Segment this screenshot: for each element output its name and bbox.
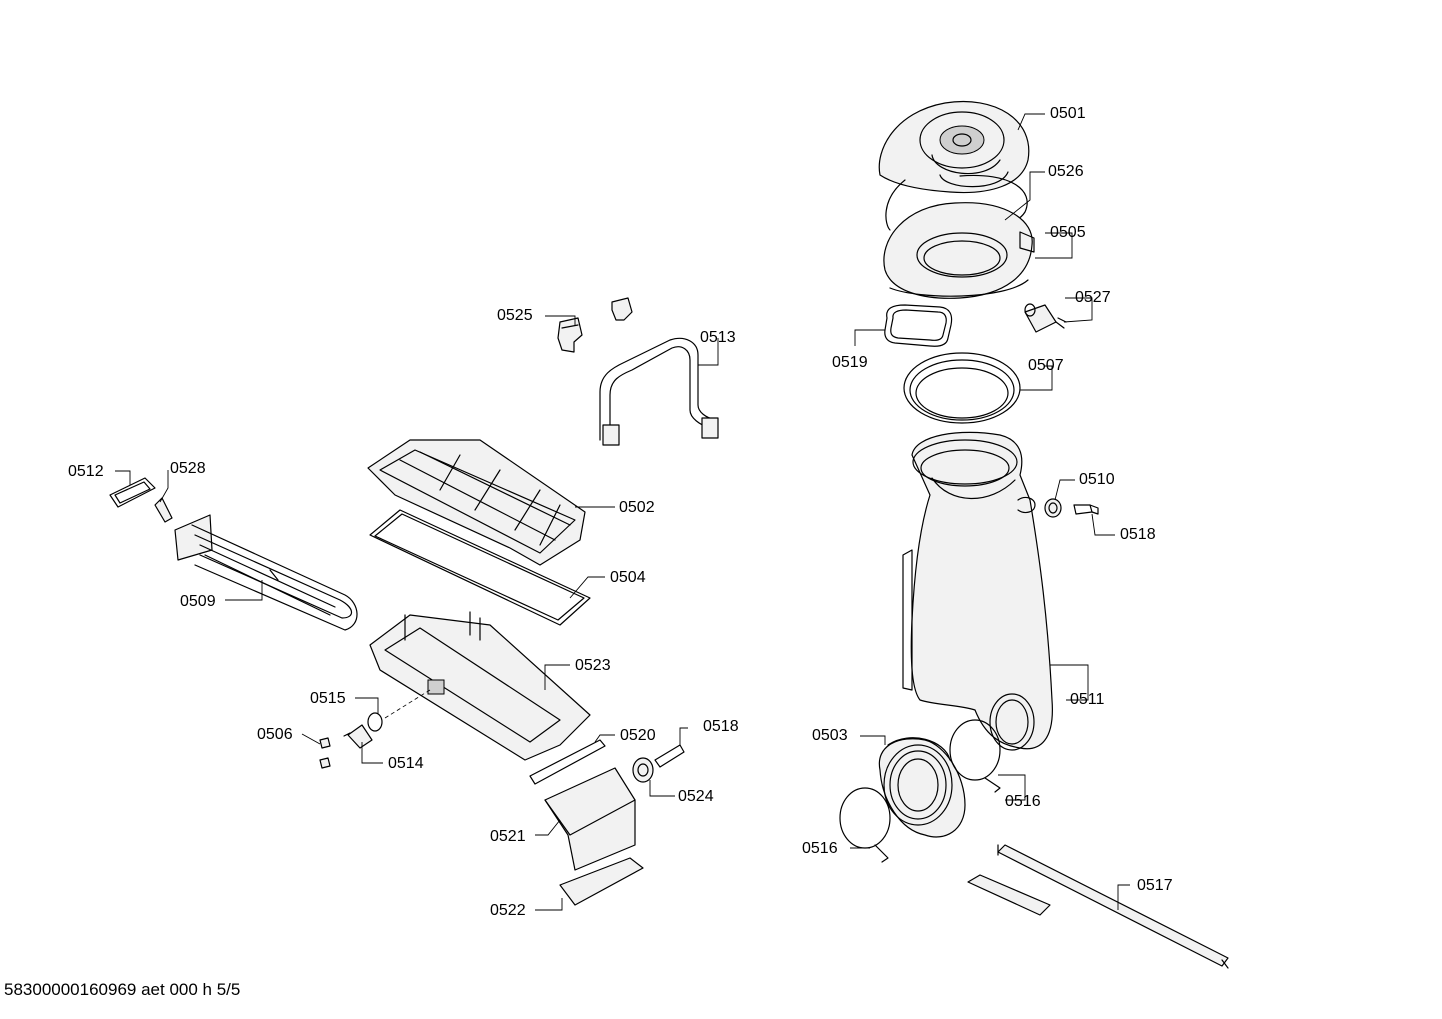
part-0524-grommet <box>632 757 654 783</box>
assembly-line <box>384 689 431 719</box>
part-0510-grommet <box>1044 498 1062 518</box>
part-0516-clamp-right <box>949 719 1001 793</box>
part-0513-hose <box>599 337 719 446</box>
part-0504-gasket <box>369 509 591 626</box>
label-0520: 0520 <box>620 727 656 744</box>
label-0522: 0522 <box>490 902 526 919</box>
part-0519-gasket <box>884 304 953 347</box>
label-0515: 0515 <box>310 690 346 707</box>
label-0514: 0514 <box>388 755 424 772</box>
part-0502-filter-frame <box>367 439 586 566</box>
label-0518-right: 0518 <box>1120 526 1156 543</box>
label-0509: 0509 <box>180 593 216 610</box>
label-0523: 0523 <box>575 657 611 674</box>
part-0503-connector <box>878 737 966 838</box>
label-0505: 0505 <box>1050 224 1086 241</box>
label-0528: 0528 <box>170 460 206 477</box>
label-0518-left: 0518 <box>703 718 739 735</box>
document-id: 58300000160969 aet 000 h 5/5 <box>4 980 241 999</box>
part-0518-sensor-pin-right <box>1073 504 1099 515</box>
part-0509-heater <box>174 514 358 631</box>
part-0518-pin-left <box>654 744 685 768</box>
label-0516-right: 0516 <box>1005 793 1041 810</box>
leader-lines <box>115 113 1130 911</box>
label-0513: 0513 <box>700 329 736 346</box>
label-0504: 0504 <box>610 569 646 586</box>
part-0505-housing-lower <box>883 202 1035 299</box>
part-0525-clips <box>557 297 633 353</box>
part-0506-screws <box>319 737 331 769</box>
part-labels: 0501 0526 0505 0527 0519 0507 0510 0518 … <box>68 105 1173 919</box>
label-0512: 0512 <box>68 463 104 480</box>
part-0515-o-ring <box>367 712 383 732</box>
part-0516-clamp-left <box>839 787 891 863</box>
label-0526: 0526 <box>1048 163 1084 180</box>
label-0525: 0525 <box>497 307 533 324</box>
part-0511-air-duct <box>902 431 1053 751</box>
part-0517-bracket <box>967 844 1229 969</box>
label-0524: 0524 <box>678 788 714 805</box>
label-0501: 0501 <box>1050 105 1086 122</box>
label-0510: 0510 <box>1079 471 1115 488</box>
label-0511: 0511 <box>1070 691 1105 708</box>
part-0512-gasket <box>109 477 156 508</box>
label-0507: 0507 <box>1028 357 1064 374</box>
part-0521-duct-piece <box>544 767 636 871</box>
label-0521: 0521 <box>490 828 526 845</box>
part-0514-thermostat <box>343 724 373 749</box>
label-0517: 0517 <box>1137 877 1173 894</box>
label-0502: 0502 <box>619 499 655 516</box>
part-0523-tray <box>369 611 591 761</box>
part-0527-sensor <box>1024 303 1067 333</box>
part-0520-seal <box>529 739 606 785</box>
label-0519: 0519 <box>832 354 868 371</box>
part-0528-clip <box>154 497 173 523</box>
part-0501-fan-housing <box>878 101 1030 194</box>
part-0507-ring <box>903 352 1021 424</box>
label-0527: 0527 <box>1075 289 1111 306</box>
part-0522-cover <box>559 857 644 906</box>
label-0516-left: 0516 <box>802 840 838 857</box>
label-0506: 0506 <box>257 726 293 743</box>
label-0503: 0503 <box>812 727 848 744</box>
